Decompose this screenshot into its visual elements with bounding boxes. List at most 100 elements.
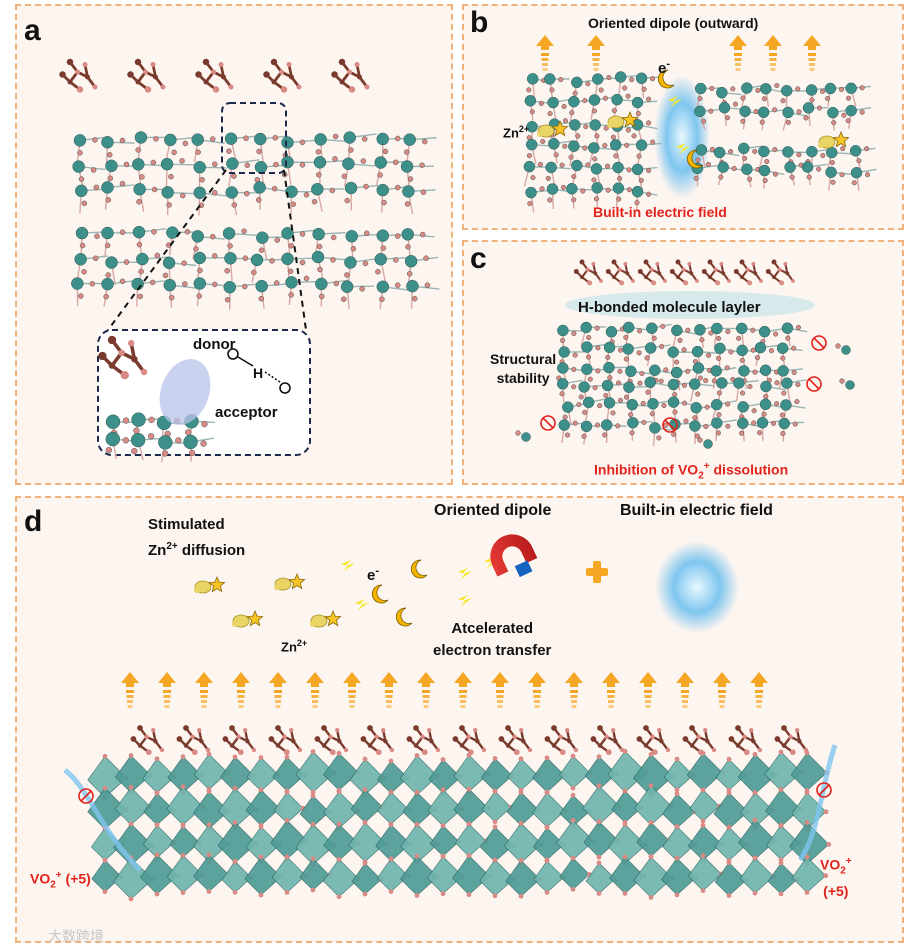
lightning-icon <box>458 595 472 607</box>
dissolution-path-left <box>63 768 142 872</box>
organic-molecule <box>331 58 370 93</box>
organic-molecule <box>605 259 635 286</box>
c-layer-bottom <box>556 376 807 446</box>
d-electric-field-glow <box>655 541 739 633</box>
dipole-arrow-icon <box>343 672 361 708</box>
lightning-icon <box>458 568 472 580</box>
dipole-arrow-icon <box>602 672 620 708</box>
panel-b-zn-label: Zn2+ <box>503 124 530 141</box>
hbond-region <box>159 359 211 425</box>
dipole-arrow-icon <box>195 672 213 708</box>
organic-molecule <box>130 725 165 756</box>
star-icon <box>551 119 569 137</box>
organic-molecule <box>682 725 717 756</box>
organic-molecule <box>268 725 303 756</box>
dipole-arrow-icon <box>587 35 605 71</box>
electron-icon <box>657 69 675 89</box>
zoom-box <box>221 102 287 174</box>
organic-molecule <box>360 725 395 756</box>
lightning-icon <box>668 96 682 108</box>
dipole-arrow-icon <box>639 672 657 708</box>
dipole-arrow-icon <box>528 672 546 708</box>
zn-ion-icon <box>537 119 569 138</box>
organic-molecule <box>765 259 795 286</box>
organic-molecule <box>195 58 234 93</box>
b-layer-right-bottom <box>691 142 877 191</box>
organic-molecule <box>636 725 671 756</box>
organic-molecule <box>573 259 603 286</box>
star-icon <box>832 130 850 148</box>
oriented-dipole-label: Oriented dipole <box>434 502 552 519</box>
lightning-icon <box>341 560 355 572</box>
prohibited-icon <box>816 782 832 798</box>
dipole-arrow-icon <box>676 672 694 708</box>
dipole-arrow-icon <box>713 672 731 708</box>
dipole-arrow-icon <box>306 672 324 708</box>
star-icon <box>324 609 342 627</box>
panel-c-label: c <box>470 242 487 275</box>
organic-molecule <box>733 259 763 286</box>
dipole-arrow-icon <box>269 672 287 708</box>
h-bonded-layer-label: H-bonded molecule layler <box>578 299 761 316</box>
organic-molecule <box>590 725 625 756</box>
panel-b-electron-label: e- <box>658 58 671 77</box>
electron-icon <box>395 607 413 627</box>
panel-b-field-label: Built-in electric field <box>593 204 727 220</box>
organic-molecule <box>701 259 731 286</box>
zn-ion-icon <box>232 609 264 628</box>
dipole-arrow-icon <box>764 35 782 71</box>
organic-molecule <box>637 259 667 286</box>
dipole-arrow-icon <box>121 672 139 708</box>
organic-molecule <box>452 725 487 756</box>
dipole-arrow-icon <box>565 672 583 708</box>
vanadium-oxide-polyhedra <box>87 748 832 902</box>
dipole-arrow-icon <box>491 672 509 708</box>
prohibited-icon <box>78 788 94 804</box>
organic-molecule <box>774 725 809 756</box>
vo-layer-bottom <box>71 225 440 310</box>
organic-molecule <box>544 725 579 756</box>
lightning-icon <box>484 557 498 569</box>
oh-bond <box>237 356 254 367</box>
dipole-arrow-icon <box>158 672 176 708</box>
organic-molecule <box>59 58 98 93</box>
star-icon <box>246 609 264 627</box>
organic-molecule <box>669 259 699 286</box>
organic-molecule <box>728 725 763 756</box>
star-icon <box>288 572 306 590</box>
dipole-arrow-icon <box>750 672 768 708</box>
panel-d-label: d <box>24 505 43 538</box>
star-icon <box>208 575 226 593</box>
hydrogen-atom: H <box>253 365 263 381</box>
organic-molecule <box>176 725 211 756</box>
panel-b-label: b <box>470 6 489 39</box>
prohibited-icon <box>662 417 678 433</box>
electron-icon <box>371 584 389 604</box>
organic-molecule <box>406 725 441 756</box>
vo-layer-top <box>72 131 437 216</box>
dipole-arrow-icon <box>803 35 821 71</box>
d-field-label: Built-in electric field <box>620 502 773 519</box>
zoom-line-right <box>283 169 307 331</box>
panel-a-label: a <box>24 14 41 47</box>
inhibition-label: Inhibition of VO2+ dissolution <box>594 461 789 482</box>
b-layer-right-top <box>694 82 872 131</box>
organic-molecule <box>98 335 148 380</box>
dipole-arrow-icon <box>454 672 472 708</box>
oxygen-atom <box>227 348 239 360</box>
b-layer-left <box>523 71 662 213</box>
lightning-icon <box>355 599 369 611</box>
dipole-arrow-icon <box>729 35 747 71</box>
oxygen-atom <box>279 382 291 394</box>
acceptor-label: acceptor <box>215 404 278 421</box>
prohibited-icon <box>540 415 556 431</box>
vo2-left-label: VO2+ (+5) <box>30 870 91 891</box>
zn-ion-icon <box>194 575 226 594</box>
watermark: 大数跨境 <box>48 928 104 944</box>
zn-ion-icon <box>310 609 342 628</box>
dipole-arrow-icon <box>536 35 554 71</box>
vo2-right-label: VO2+(+5) <box>820 856 852 900</box>
